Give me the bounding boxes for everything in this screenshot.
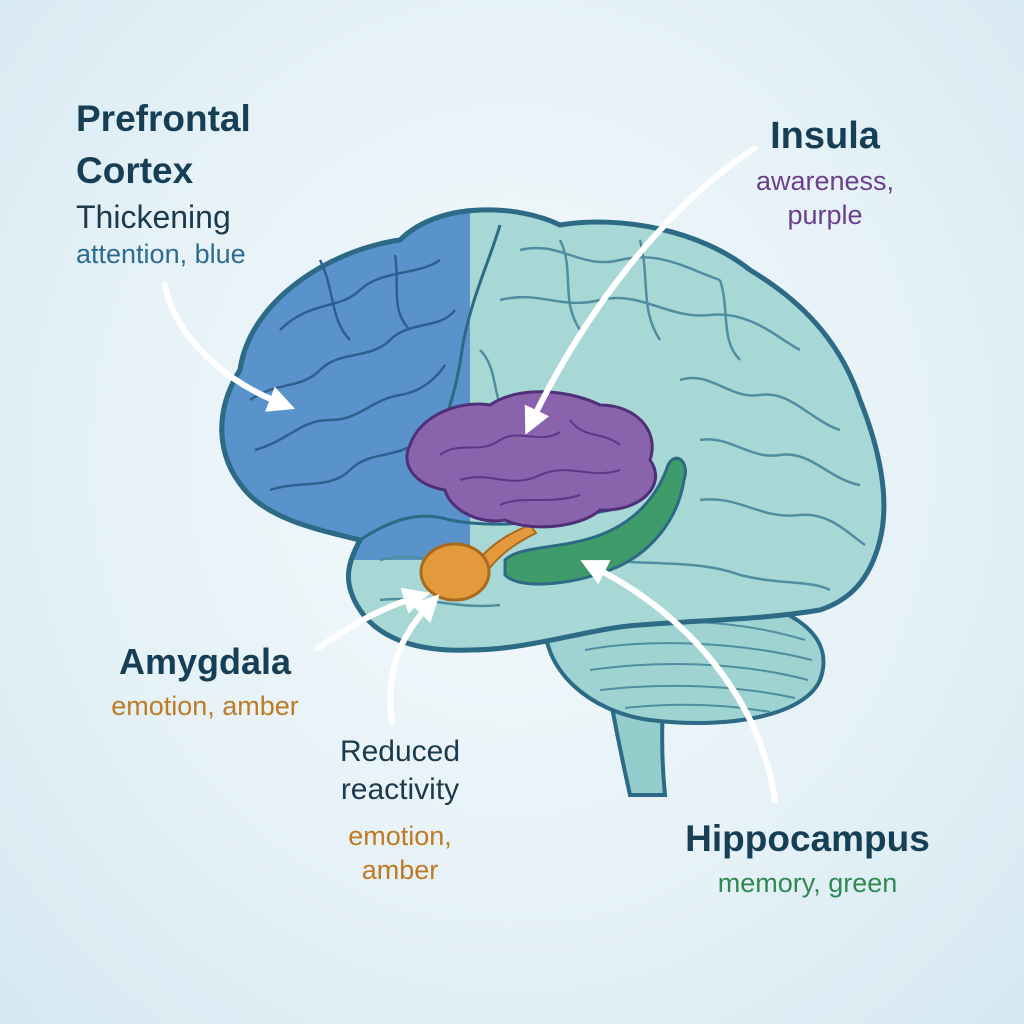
hippocampus-label-group: Hippocampus memory, green (650, 812, 965, 900)
hippocampus-title: Hippocampus (685, 818, 930, 859)
insula-folds (439, 419, 621, 506)
reduced-reactivity-description-line1: emotion, (348, 821, 452, 851)
prefrontal-cortex-region (219, 208, 470, 560)
reduced-reactivity-arrow (387, 594, 440, 725)
amygdala-label-group: Amygdala emotion, amber (80, 635, 330, 723)
insula-arrow (524, 145, 758, 435)
prefrontal-title-line1: Prefrontal (76, 98, 251, 139)
prefrontal-description: attention, blue (76, 239, 246, 269)
amygdala-arrow (315, 587, 431, 651)
prefrontal-arrow (162, 282, 296, 412)
reduced-reactivity-description-line2: amber (361, 855, 439, 885)
reduced-reactivity-title-line1: Reduced (339, 735, 461, 768)
amygdala-description: emotion, amber (111, 691, 299, 721)
insula-description-line1: awareness, (755, 166, 895, 196)
prefrontal-subtitle: Thickening (76, 199, 231, 235)
insula-label-group: Insula awareness, purple (740, 108, 910, 232)
posterior-gyri (379, 239, 866, 608)
amygdala-stalk (476, 523, 538, 572)
insula-description-line2: purple (787, 200, 863, 230)
amygdala-title: Amygdala (118, 641, 292, 682)
hippocampus-arrow (580, 560, 778, 803)
prefrontal-label-group: Prefrontal Cortex Thickening attention, … (76, 93, 251, 271)
insula-title: Insula (770, 115, 880, 157)
hippocampus-description: memory, green (717, 868, 898, 898)
prefrontal-title-line2: Cortex (76, 150, 194, 191)
insula-region (405, 390, 657, 529)
reduced-reactivity-label-group: Reduced reactivity emotion, amber (300, 733, 500, 887)
frontal-gyri (249, 254, 456, 492)
amygdala-region (419, 542, 491, 602)
reduced-reactivity-title-line2: reactivity (340, 773, 460, 806)
